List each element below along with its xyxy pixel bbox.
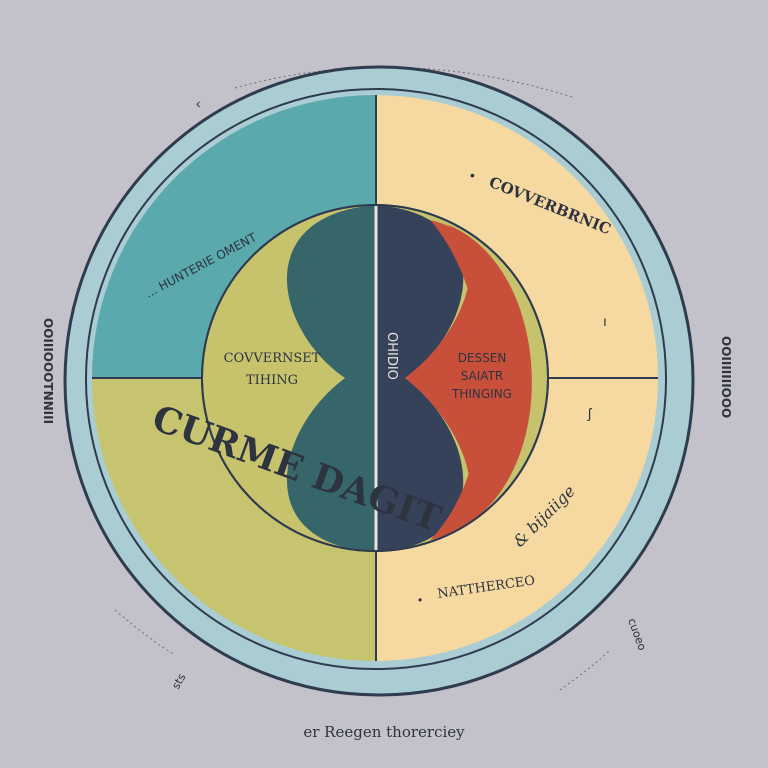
center-vertical-text: OHIDIO: [384, 332, 399, 380]
lens-dark-teal: [287, 205, 376, 551]
left-side-text: OOIIIOOOTNNIII: [41, 318, 55, 424]
inner-left-line2: TIHING: [246, 373, 298, 388]
footer-text: er Reegen thorerciey: [303, 723, 465, 741]
inner-right-line1: DESSEN: [458, 351, 507, 365]
outer-ring-inner-edge: [85, 88, 667, 670]
lens-red-fill: [405, 222, 532, 536]
lens-navy: [376, 205, 464, 551]
scribble-mark: ʃ: [587, 405, 593, 421]
bottom-left-small: sts: [169, 671, 188, 691]
inner-left-line1: COVVERNSET: [224, 351, 321, 366]
inner-right-line2: SAIATR: [461, 369, 504, 383]
guide-arrow-icon: ‹: [196, 95, 201, 111]
bottom-right-small: cuoeo: [625, 617, 649, 653]
guide-arc-bottom-right: [559, 649, 611, 691]
inner-right-line3: THINGING: [451, 387, 512, 401]
guide-arc-bottom-left: [114, 609, 176, 656]
peach-top-tick: ı: [603, 313, 607, 329]
lower-right-dot: •: [418, 593, 422, 607]
right-side-text: OOIIIIIIIOOO: [719, 336, 733, 418]
peach-top-dot: •: [470, 167, 475, 183]
